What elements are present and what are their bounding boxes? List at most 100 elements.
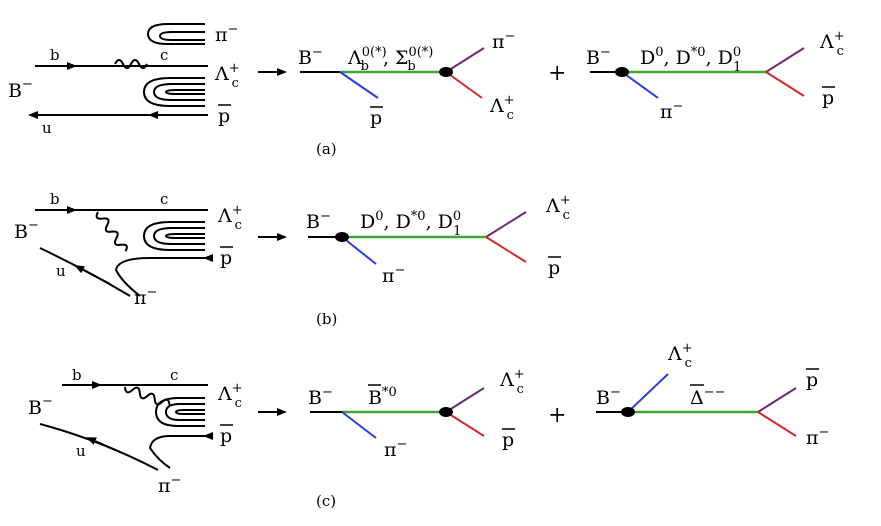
pi-line: [445, 47, 485, 73]
w-boson-wiggle: [114, 59, 148, 69]
label-c: c: [160, 46, 168, 64]
hadron-diagram-b1: [308, 211, 527, 265]
pbar-line: [339, 71, 379, 99]
label-B-minus: B−: [8, 77, 33, 102]
lambda-line: [445, 71, 483, 99]
u-line: [39, 423, 159, 471]
label-pi-minus: π−: [660, 99, 683, 123]
pbar-line: [445, 411, 485, 437]
lambda-quark-loop-inner: [174, 409, 205, 415]
caption-b: (b): [316, 310, 337, 328]
pbar-pion-line: [114, 254, 213, 297]
lambda-quark-loop-outer: [142, 77, 205, 107]
quark-diagram-b: [35, 206, 213, 297]
pi-line: [757, 411, 797, 437]
panel-c: b c u B− Λ+c p π− B− B*0 π− Λ+c p +: [28, 341, 829, 510]
label-pi-minus: π−: [215, 22, 238, 46]
vertex-dot: [439, 67, 453, 77]
label-c: c: [160, 190, 168, 208]
pi-line: [621, 71, 659, 99]
label-lambda-c: Λ+c: [217, 203, 243, 233]
pi-line: [341, 236, 377, 265]
label-pi-minus: π−: [134, 285, 157, 309]
lambda-quark-loop-inner: [164, 233, 205, 239]
pbar-pion-line: [148, 432, 213, 469]
hadron-diagram-a1: [300, 47, 485, 99]
label-B-minus: B−: [28, 394, 53, 419]
u-arrow: [74, 265, 111, 285]
label-lambda-c: Λ+c: [217, 381, 243, 411]
label-b: b: [50, 190, 60, 208]
label-Bstar-propagator: B*0: [368, 385, 397, 409]
vertex-dot: [621, 407, 635, 417]
lambda-quark-loop-inner: [164, 89, 205, 95]
panel-a: b c u B− π− Λ+c p B− Λ0(*)b,Σ0(*)b p π− …: [8, 22, 845, 158]
u-arrow: [86, 437, 121, 453]
pbar-line: [485, 236, 527, 263]
w-boson-wiggle: [95, 211, 128, 252]
label-B-minus: B−: [308, 385, 333, 409]
label-pbar: p: [548, 257, 560, 279]
lambda-quark-loop-middle: [164, 403, 205, 421]
label-lambda-c: Λ+c: [499, 367, 525, 397]
label-pi-minus: π−: [492, 29, 515, 53]
label-B-minus: B−: [596, 385, 621, 409]
pi-line: [341, 411, 377, 439]
label-pi-minus: π−: [382, 263, 405, 287]
lambda-line: [765, 47, 805, 73]
label-pbar: p: [370, 107, 382, 129]
label-B-minus: B−: [298, 45, 323, 69]
plus-sign: +: [548, 403, 566, 428]
vertex-dot: [439, 407, 453, 417]
vertex-dot: [335, 232, 349, 242]
label-lambda-c: Λ+c: [489, 93, 515, 123]
label-pbar: p: [806, 369, 818, 391]
pbar-line: [765, 71, 805, 97]
hadron-diagram-c1: [310, 387, 485, 439]
label-delta: Δ−−: [690, 385, 726, 409]
quark-diagram-a: [28, 23, 208, 119]
label-lambda-c: Λ+c: [819, 29, 845, 59]
lambda-line: [627, 373, 669, 413]
lambda-quark-loop-middle: [152, 227, 205, 245]
w-boson-wiggle: [124, 386, 171, 406]
hadron-diagram-c2: [596, 373, 797, 437]
plus-sign: +: [548, 61, 566, 86]
label-B-minus: B−: [306, 209, 331, 233]
vertex-dot: [615, 67, 629, 77]
label-lambda-c: Λ+c: [545, 193, 571, 223]
lambda-quark-loop-outer: [154, 397, 205, 427]
quark-diagram-c: [39, 381, 213, 471]
label-pi-minus: π−: [158, 473, 181, 497]
label-u: u: [42, 119, 52, 137]
label-pbar: p: [502, 429, 514, 451]
pion-quark-inner: [158, 31, 205, 41]
label-lambda-c: Λ+c: [667, 341, 693, 371]
caption-a: (a): [316, 140, 337, 158]
label-B-minus: B−: [14, 218, 39, 243]
lambda-line: [445, 387, 485, 413]
label-u: u: [76, 442, 86, 460]
label-B-minus: B−: [586, 45, 611, 69]
label-b: b: [72, 366, 82, 384]
caption-c: (c): [316, 492, 336, 510]
label-pi-minus: π−: [806, 425, 829, 449]
label-pbar: p: [218, 105, 230, 127]
hadron-diagram-a2: [590, 47, 805, 99]
label-u: u: [56, 262, 66, 280]
label-b: b: [50, 46, 60, 64]
lambda-quark-loop-outer: [142, 221, 205, 251]
label-lambda-c: Λ+c: [214, 61, 240, 91]
label-propagators: Λ0(*)b,Σ0(*)b: [347, 45, 433, 74]
lambda-quark-loop-middle: [152, 83, 205, 101]
label-pbar: p: [220, 425, 232, 447]
label-pi-minus: π−: [384, 437, 407, 461]
label-c: c: [170, 366, 178, 384]
label-pbar: p: [220, 247, 232, 269]
pbar-line: [757, 387, 797, 413]
lambda-line: [485, 211, 527, 238]
